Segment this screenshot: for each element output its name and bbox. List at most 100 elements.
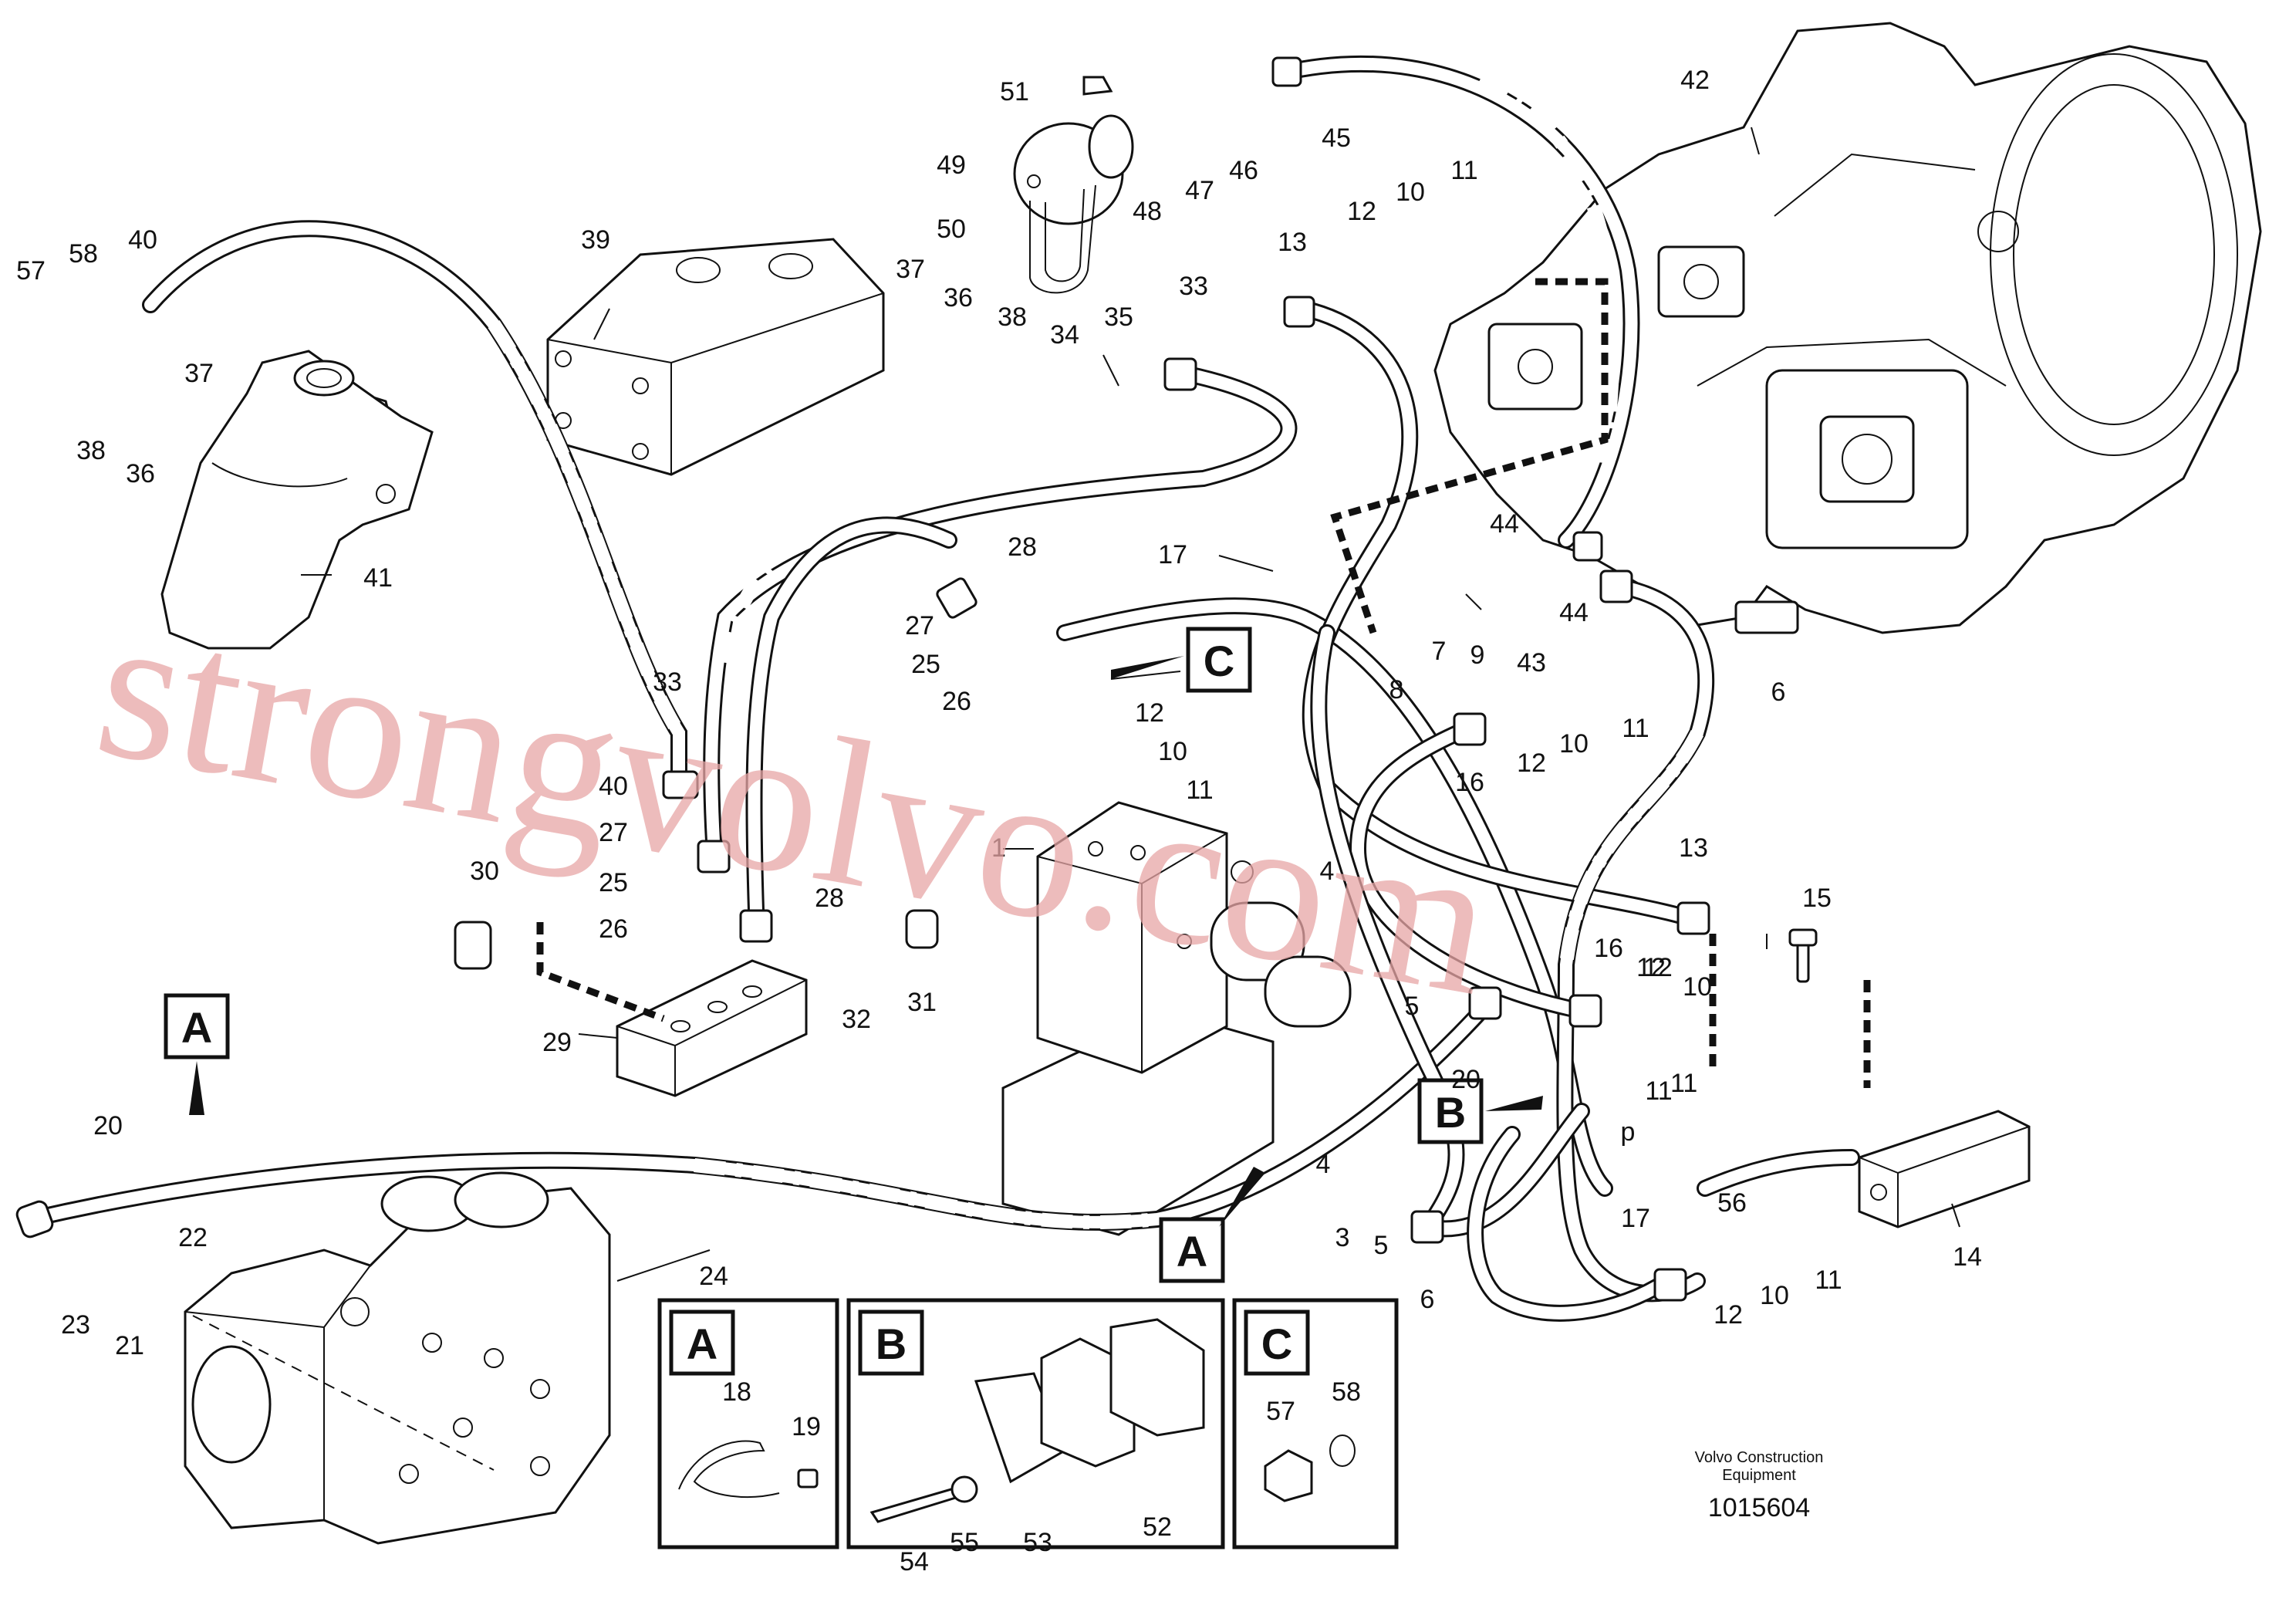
callout-41: 41 [363, 563, 393, 593]
callout-21: 21 [115, 1331, 144, 1360]
caption: Volvo Construction Equipment 1015604 [1695, 1449, 1824, 1522]
callout-20: 20 [93, 1111, 123, 1140]
detail-box-a: A 18 19 [657, 1298, 839, 1549]
watermark-text: strongvolvo.com [83, 568, 1508, 1039]
callout-12f: 12 [1643, 953, 1673, 982]
fittings [15, 56, 1818, 1302]
callout-56: 56 [1717, 1188, 1747, 1218]
callout-11: 11 [1450, 156, 1477, 185]
svg-text:57: 57 [1266, 1397, 1295, 1426]
callout-24: 24 [699, 1262, 728, 1291]
callout-40b: 40 [599, 772, 628, 801]
callout-20b: 20 [1451, 1065, 1481, 1094]
callout-3: 3 [1335, 1223, 1350, 1252]
svg-text:A: A [687, 1320, 718, 1368]
caption-line-2: Equipment [1722, 1467, 1796, 1484]
callout-58: 58 [69, 239, 98, 269]
callout-47: 47 [1185, 176, 1214, 205]
manifold-29 [616, 959, 808, 1097]
ref-tag-a-2-text: A [1177, 1227, 1207, 1276]
reference-tags: A A B C [164, 627, 1543, 1283]
svg-text:19: 19 [792, 1412, 821, 1441]
svg-text:B: B [876, 1320, 907, 1368]
callout-7: 7 [1432, 637, 1447, 666]
callout-12c: 12 [1517, 748, 1546, 778]
callout-36: 36 [944, 283, 973, 313]
callout-4b: 4 [1316, 1150, 1331, 1179]
callout-28: 28 [1008, 532, 1037, 562]
accumulator [1013, 76, 1134, 294]
valve-14 [1858, 1110, 2031, 1228]
callout-30: 30 [470, 857, 499, 886]
callout-44: 44 [1490, 509, 1519, 539]
callout-10: 10 [1396, 177, 1425, 207]
ref-tag-b [1417, 1078, 1484, 1144]
callout-11d: 11 [1645, 1076, 1672, 1106]
callout-11b: 11 [1186, 776, 1213, 805]
callout-13b: 13 [1679, 833, 1708, 863]
svg-text:C: C [1261, 1320, 1292, 1368]
callout-11e: 11 [1815, 1265, 1842, 1295]
callout-57: 57 [16, 256, 46, 286]
ref-tag-a-text: A [181, 1003, 212, 1052]
callout-36b: 36 [126, 459, 155, 488]
callout-22: 22 [178, 1223, 208, 1252]
callout-10e: 10 [1760, 1281, 1789, 1310]
callouts: 1 3 4 4 5 5 6 6 7 8 9 10 10 10 10 10 11 … [16, 66, 1982, 1360]
callout-45: 45 [1322, 123, 1351, 153]
svg-text:18: 18 [722, 1377, 751, 1407]
callout-14: 14 [1953, 1242, 1982, 1272]
callout-11f: 11 [1670, 1069, 1697, 1098]
callout-46: 46 [1229, 156, 1258, 185]
svg-text:54: 54 [900, 1547, 929, 1576]
callout-51: 51 [1000, 77, 1029, 106]
callout-31: 31 [907, 988, 937, 1017]
callout-27: 27 [905, 611, 934, 640]
callout-6: 6 [1771, 678, 1786, 707]
callout-38b: 38 [76, 436, 106, 465]
callout-35: 35 [1104, 302, 1133, 332]
callout-15: 15 [1802, 884, 1832, 913]
callout-38: 38 [998, 302, 1027, 332]
callout-40: 40 [128, 225, 157, 255]
callout-4: 4 [1320, 857, 1335, 886]
callout-13: 13 [1278, 228, 1307, 257]
ref-tag-a [164, 993, 230, 1059]
transmission-housing [1433, 22, 2262, 634]
reference-lines [536, 278, 1871, 1088]
svg-text:55: 55 [950, 1528, 979, 1557]
callout-5b: 5 [1374, 1231, 1389, 1260]
document-number: 1015604 [1708, 1493, 1810, 1522]
callout-12: 12 [1347, 197, 1376, 226]
ref-tag-c-text: C [1204, 637, 1234, 685]
callout-29: 29 [542, 1028, 572, 1057]
callout-42: 42 [1680, 66, 1710, 95]
callout-50: 50 [937, 215, 966, 244]
ref-tag-a-2 [1159, 1217, 1225, 1283]
callout-1: 1 [991, 833, 1006, 863]
svg-text:58: 58 [1332, 1377, 1361, 1407]
callout-27b: 27 [599, 818, 628, 847]
callout-12d: 12 [1636, 953, 1666, 982]
callout-5: 5 [1405, 992, 1420, 1021]
callout-9: 9 [1470, 640, 1485, 670]
callout-6b: 6 [1420, 1285, 1435, 1314]
callout-10c: 10 [1559, 729, 1589, 759]
ref-tag-c [1186, 627, 1252, 693]
caption-line-1: Volvo Construction [1695, 1449, 1824, 1466]
callout-10d: 10 [1683, 972, 1712, 1002]
callout-33: 33 [1179, 272, 1208, 301]
callout-43: 43 [1517, 648, 1546, 678]
callout-34: 34 [1050, 320, 1079, 350]
callout-17: 17 [1158, 540, 1187, 569]
callout-49: 49 [937, 150, 966, 180]
valve-block-39 [546, 238, 885, 476]
callout-11c: 11 [1622, 714, 1649, 743]
filter-assembly [160, 350, 434, 650]
callout-48: 48 [1133, 197, 1162, 226]
callout-8: 8 [1389, 675, 1404, 705]
control-valve-24 [184, 1171, 611, 1545]
callout-16b: 16 [1594, 934, 1623, 963]
